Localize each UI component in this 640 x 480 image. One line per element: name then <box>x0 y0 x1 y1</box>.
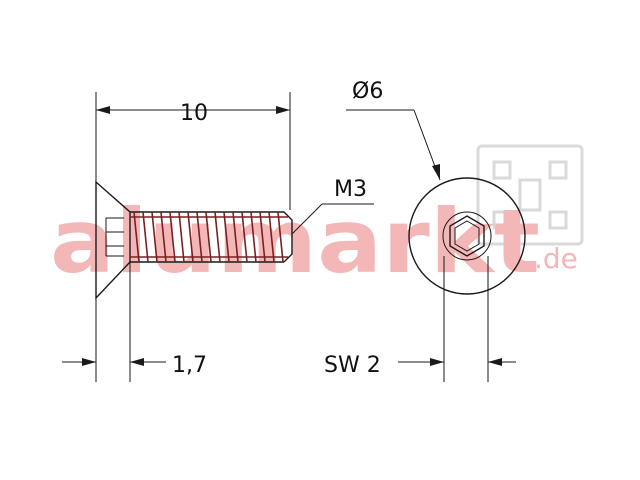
socket-size-label: SW 2 <box>324 353 381 378</box>
length-dimension: 10 <box>95 92 291 210</box>
head-height-dimension: 1,7 <box>62 262 207 382</box>
diameter-label: Ø6 <box>352 79 383 104</box>
thread-line <box>241 211 248 263</box>
thread-line <box>196 211 203 263</box>
socket-size-dimension: SW 2 <box>324 256 516 382</box>
thread-line <box>151 211 158 263</box>
thread-line <box>160 211 167 263</box>
watermark-suffix: .de <box>534 242 578 275</box>
thread-line <box>133 211 140 263</box>
thread-line <box>259 211 266 263</box>
length-label: 10 <box>180 101 208 126</box>
diameter-callout: Ø6 <box>346 79 441 181</box>
thread-label: M3 <box>334 177 367 202</box>
thread-line <box>142 211 149 263</box>
thread-line <box>250 211 257 263</box>
profile-logo-icon <box>476 144 584 246</box>
thread-line <box>277 211 284 263</box>
thread-line <box>178 211 185 263</box>
thread-line <box>268 211 275 263</box>
thread-line <box>223 211 230 263</box>
thread-line <box>169 211 176 263</box>
head-height-label: 1,7 <box>172 353 207 378</box>
thread-line <box>187 211 194 263</box>
thread-line <box>205 211 212 263</box>
thread-line <box>232 211 239 263</box>
watermark-brand: alumarkt <box>50 190 540 293</box>
thread-callout: M3 <box>291 177 374 235</box>
thread-helix <box>133 211 284 263</box>
screw-front-view <box>408 177 526 295</box>
thread-line <box>214 211 221 263</box>
